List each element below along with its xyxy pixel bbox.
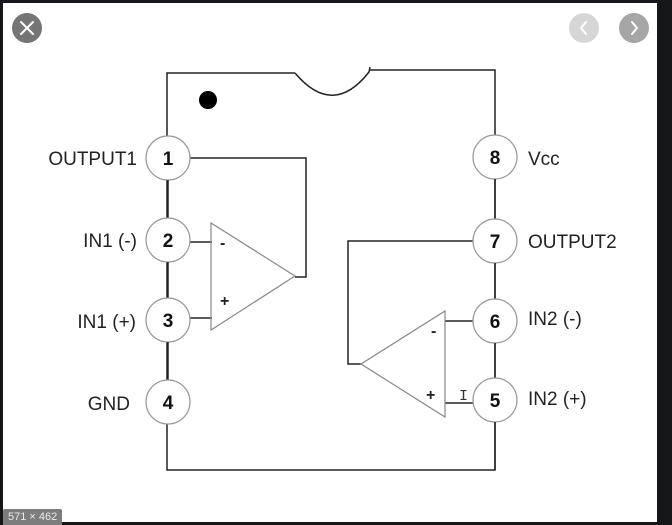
wire-output1 (190, 157, 307, 278)
ic-body (166, 69, 496, 471)
pin-3: 3 IN1 (+) (77, 262, 191, 343)
next-button[interactable] (619, 13, 649, 43)
pin-circle (145, 379, 191, 425)
pin-number: 8 (490, 148, 501, 169)
opamp1-triangle (210, 221, 297, 332)
pin-label: OUTPUT1 (48, 149, 137, 170)
ic-notch (294, 66, 371, 96)
pin-label: IN1 (-) (83, 231, 137, 252)
pinout-diagram: - + - + I 1 OUTPUT1 2 IN1 (-) 3 IN1 (+) … (48, 66, 617, 471)
chevron-left-icon (580, 21, 587, 35)
pin-number: 3 (163, 311, 174, 332)
pin-7: 7 OUTPUT2 (472, 179, 617, 264)
pin-6: 6 IN2 (-) (472, 263, 582, 344)
pin-4: 4 GND (88, 342, 191, 425)
wire-output2 (347, 240, 473, 365)
opamp2-triangle (359, 309, 446, 419)
pin1-indicator-dot (199, 91, 217, 109)
opamp2-minus-sign: - (431, 323, 436, 340)
pin-label: Vcc (528, 149, 560, 170)
pin-2: 2 IN1 (-) (83, 180, 191, 263)
pin-number: 5 (490, 391, 501, 412)
pin-1: 1 OUTPUT1 (48, 135, 191, 181)
chevron-right-icon (631, 21, 638, 35)
image-viewer: - + - + I 1 OUTPUT1 2 IN1 (-) 3 IN1 (+) … (3, 3, 657, 522)
previous-button[interactable] (569, 13, 599, 43)
ic-body-outline (166, 66, 496, 471)
pin-number: 2 (163, 231, 174, 252)
pin-label: OUTPUT2 (528, 232, 617, 253)
pin-number: 7 (490, 232, 501, 253)
pin-label: GND (88, 394, 130, 415)
pin-number: 6 (490, 312, 501, 333)
text-cursor-icon: I (459, 388, 468, 405)
close-button[interactable] (12, 13, 42, 43)
pin-number: 1 (163, 149, 174, 170)
close-icon (20, 21, 34, 35)
opamp1-minus-sign: - (220, 235, 225, 252)
pin-5: 5 IN2 (+) (472, 343, 587, 470)
pin-label: IN2 (+) (528, 389, 587, 410)
opamp2-plus-sign: + (426, 387, 435, 404)
pin-number: 4 (163, 393, 174, 414)
pin-label: IN2 (-) (528, 309, 582, 330)
pin-8: 8 Vcc (472, 134, 560, 180)
image-dimensions-badge: 571 × 462 (3, 509, 63, 525)
wires (190, 157, 473, 404)
pin-label: IN1 (+) (77, 312, 136, 333)
opamp1-plus-sign: + (220, 293, 229, 310)
